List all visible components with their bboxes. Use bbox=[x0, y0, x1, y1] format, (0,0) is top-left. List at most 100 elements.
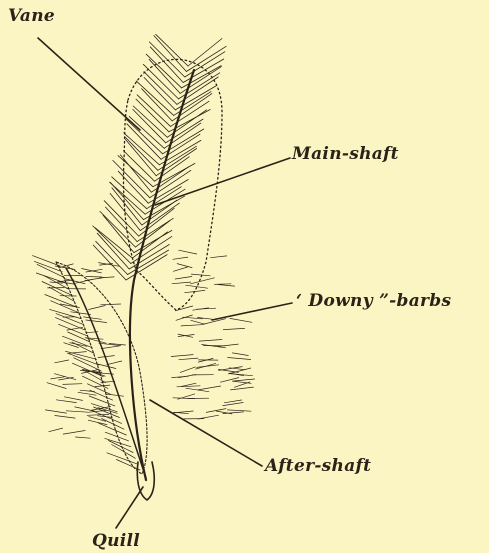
downy-barb bbox=[101, 346, 120, 349]
vane-barb bbox=[126, 119, 163, 154]
downy-barb bbox=[47, 383, 66, 389]
downy-barb bbox=[179, 250, 197, 254]
feather-strokes bbox=[33, 34, 255, 500]
downy-barb bbox=[230, 318, 252, 322]
downy-barb bbox=[171, 355, 193, 357]
downy-barb bbox=[98, 356, 114, 358]
downy-barb bbox=[234, 379, 255, 381]
downy-barb bbox=[223, 328, 244, 329]
downy-barb bbox=[66, 411, 88, 412]
downy-barb bbox=[76, 279, 93, 283]
downy-barb bbox=[177, 264, 192, 268]
downy-barb bbox=[172, 282, 191, 284]
vane-leader-line bbox=[38, 38, 140, 130]
downy-barb bbox=[78, 392, 96, 395]
vane-barb bbox=[183, 59, 224, 83]
vane-barb bbox=[127, 124, 161, 160]
vane-barb bbox=[142, 89, 173, 121]
downy-barb bbox=[191, 320, 205, 324]
downy-barbs-label: ‘ Downy ”-barbs bbox=[296, 291, 451, 311]
after-shaft-barb bbox=[99, 423, 127, 435]
downy-barb bbox=[63, 384, 82, 385]
downy-barb bbox=[228, 358, 251, 360]
downy-barb bbox=[223, 403, 243, 406]
downy-barb bbox=[173, 267, 187, 271]
downy-barb bbox=[175, 306, 193, 311]
after-shaft-barb bbox=[116, 460, 140, 471]
downy-barb bbox=[64, 397, 82, 401]
downy-barb bbox=[84, 317, 102, 319]
downy-barb bbox=[218, 344, 239, 346]
vane-barb bbox=[125, 137, 158, 170]
vane-barb bbox=[149, 42, 185, 77]
downy-barb bbox=[178, 334, 193, 337]
downy-barb bbox=[86, 320, 107, 323]
vane-barb bbox=[93, 245, 126, 280]
vane-barb bbox=[124, 133, 160, 165]
main-shaft-label: Main-shaft bbox=[292, 144, 399, 164]
downy-barb bbox=[206, 409, 226, 413]
downy-barb bbox=[179, 358, 198, 360]
vane-label: Vane bbox=[8, 6, 55, 26]
downy-barb bbox=[181, 325, 202, 326]
downy-barb bbox=[196, 363, 216, 369]
downy-barb bbox=[211, 256, 227, 258]
after-shaft-leader-line bbox=[150, 400, 262, 466]
downy-barb bbox=[230, 387, 253, 390]
downy-barb bbox=[218, 369, 238, 372]
downy-barb bbox=[198, 386, 221, 390]
downy-barb bbox=[234, 382, 250, 387]
downy-barb bbox=[224, 400, 241, 403]
downy-barb bbox=[215, 284, 232, 285]
downy-barb bbox=[191, 278, 215, 284]
downy-barb bbox=[173, 398, 195, 399]
downy-barb bbox=[51, 377, 65, 379]
downy-barb bbox=[64, 343, 79, 348]
downy-barb bbox=[106, 394, 124, 396]
downy-barb bbox=[45, 410, 66, 413]
main-shaft-leader-line bbox=[155, 158, 290, 205]
downy-barb bbox=[82, 269, 102, 273]
quill-leader-line bbox=[116, 487, 143, 528]
downy-barb bbox=[197, 365, 219, 368]
downy-barb bbox=[56, 400, 76, 403]
downy-barb bbox=[49, 428, 63, 432]
downy-barb bbox=[229, 368, 245, 370]
downy-barb bbox=[55, 360, 69, 363]
downy-barb bbox=[107, 361, 122, 365]
downy-barb bbox=[199, 340, 222, 342]
downy-barb bbox=[177, 386, 200, 387]
downy-barb bbox=[89, 306, 106, 310]
after-shaft-barb bbox=[90, 390, 113, 400]
vane-barb bbox=[144, 78, 175, 110]
vane-barb bbox=[149, 59, 180, 93]
downy-barbs-leader-line bbox=[212, 303, 292, 320]
vane-barb bbox=[156, 34, 188, 66]
vane-barb bbox=[180, 67, 221, 94]
vane-barb bbox=[144, 72, 177, 105]
vane-barb bbox=[140, 203, 179, 231]
vane-barb bbox=[131, 236, 172, 263]
vane-barb bbox=[136, 81, 174, 116]
downy-barb bbox=[174, 412, 189, 413]
after-shaft-line bbox=[66, 268, 146, 478]
downy-barb bbox=[76, 437, 91, 438]
after-shaft-barb bbox=[33, 256, 61, 266]
downy-barb bbox=[86, 277, 102, 278]
downy-barb bbox=[191, 274, 210, 276]
downy-barb bbox=[218, 285, 235, 287]
vane-barb bbox=[133, 109, 166, 142]
downy-barb bbox=[175, 277, 192, 280]
downy-barb bbox=[63, 431, 85, 435]
downy-barb bbox=[59, 377, 74, 380]
downy-barb bbox=[232, 353, 248, 356]
vane-barb bbox=[129, 116, 164, 148]
vane-barb bbox=[104, 201, 139, 236]
after-shaft-label: After-shaft bbox=[265, 456, 371, 476]
downy-barb bbox=[173, 257, 188, 259]
downy-barb bbox=[55, 416, 75, 419]
downy-barb bbox=[87, 414, 109, 415]
downy-barb bbox=[227, 410, 251, 411]
quill-label: Quill bbox=[92, 531, 140, 551]
